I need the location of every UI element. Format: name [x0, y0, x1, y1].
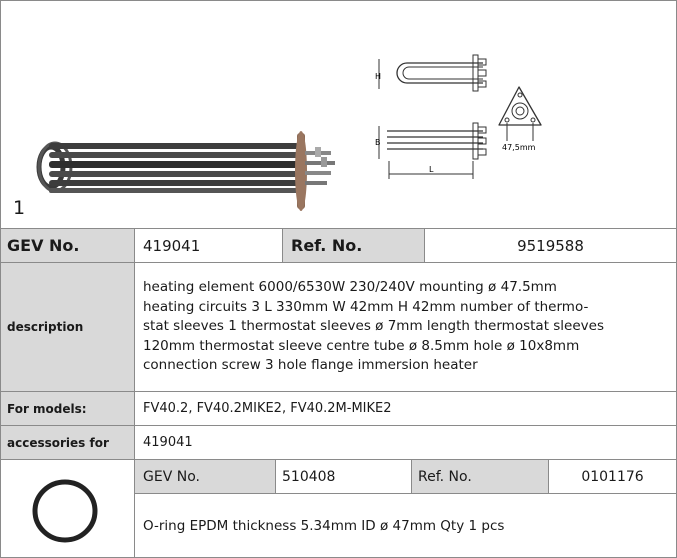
- dim-b-label: B: [375, 138, 381, 147]
- dim-l-label: L: [429, 165, 434, 174]
- description-line: stat sleeves 1 thermostat sleeves ø 7mm …: [143, 318, 604, 335]
- heating-element-photo: [36, 131, 335, 211]
- flange-drawing: 47,5mm: [498, 86, 542, 152]
- divider: [424, 228, 425, 262]
- ref-label: Ref. No.: [283, 229, 424, 262]
- models-value: FV40.2, FV40.2MIKE2, FV40.2M-MIKE2: [143, 401, 392, 416]
- divider: [548, 459, 549, 493]
- technical-drawing-side: H: [375, 54, 487, 92]
- divider: [282, 228, 283, 262]
- accessory-ref-value: 0101176: [581, 468, 644, 485]
- description-line: 120mm thermostat sleeve centre tube ø 8.…: [143, 337, 580, 354]
- divider: [1, 425, 676, 426]
- ref-value: 9519588: [517, 236, 584, 255]
- divider: [275, 459, 276, 493]
- dim-h-label: H: [375, 72, 381, 81]
- gev-label: GEV No.: [1, 229, 134, 262]
- accessory-gev-label: GEV No.: [135, 460, 275, 493]
- divider: [135, 493, 676, 494]
- divider: [1, 391, 676, 392]
- description-label: description: [1, 263, 134, 391]
- accessory-ref-label: Ref. No.: [412, 460, 548, 493]
- description-line: connection screw 3 hole flange immersion…: [143, 357, 478, 374]
- divider: [134, 228, 135, 557]
- accessory-description: O-ring EPDM thickness 5.34mm ID ø 47mm Q…: [143, 517, 505, 534]
- o-ring-image: [32, 479, 98, 543]
- description-line: heating element 6000/6530W 230/240V moun…: [143, 279, 557, 296]
- technical-drawing-front: B L: [375, 122, 487, 179]
- figure-number: 1: [13, 197, 26, 219]
- divider: [411, 459, 412, 493]
- gev-value: 419041: [143, 236, 201, 255]
- product-image-area: H B L 47,5mm 1: [1, 1, 676, 229]
- accessories-label: accessories for: [1, 426, 134, 459]
- description-line: heating circuits 3 L 330mm W 42mm H 42mm…: [143, 298, 589, 315]
- accessories-value: 419041: [143, 435, 193, 450]
- models-label: For models:: [1, 392, 134, 425]
- description-text: heating element 6000/6530W 230/240V moun…: [135, 263, 676, 391]
- divider: [1, 262, 676, 263]
- divider: [1, 459, 676, 460]
- accessory-gev-value: 510408: [282, 468, 336, 485]
- dim-flange-label: 47,5mm: [502, 143, 536, 152]
